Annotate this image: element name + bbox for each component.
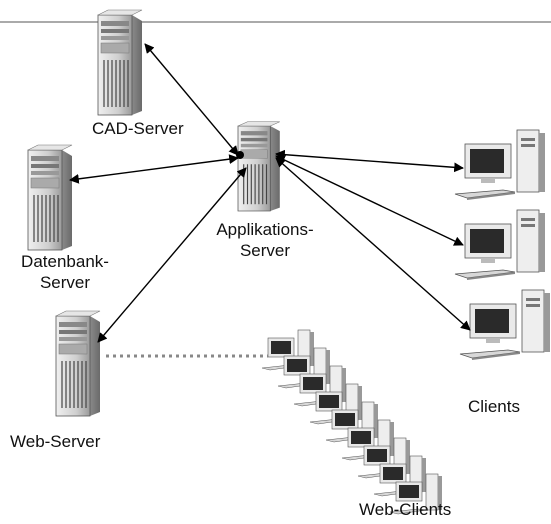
application-server-label: Applikations- Server (205, 219, 325, 261)
database-server-icon (27, 144, 73, 251)
client-workstation-2-icon (454, 209, 546, 281)
cad-server-icon (97, 9, 143, 116)
application-server-label-line2: Server (239, 241, 291, 260)
clients-label: Clients (468, 397, 520, 416)
web-server-icon (55, 310, 101, 417)
connection-app-client-3 (275, 157, 471, 331)
application-server-hub-dot (236, 151, 244, 159)
client-workstation-1-icon (454, 129, 546, 201)
connection-app-cad (144, 43, 239, 156)
database-server-label-line2: Server (39, 273, 91, 292)
connection-app-web-server (97, 167, 247, 343)
client-workstation-3-icon (459, 289, 551, 361)
web-server-label: Web-Server (10, 432, 101, 451)
connection-app-database (69, 154, 239, 184)
database-server-label: Datenbank- Server (20, 251, 110, 293)
connection-app-client-1 (275, 149, 464, 173)
web-clients-group-icon (261, 329, 443, 515)
database-server-label-line1: Datenbank- (21, 252, 109, 271)
application-server-icon (237, 121, 281, 212)
application-server-label-line1: Applikations- (216, 220, 314, 239)
cad-server-label: CAD-Server (92, 119, 184, 138)
web-clients-label: Web-Clients (359, 500, 452, 519)
